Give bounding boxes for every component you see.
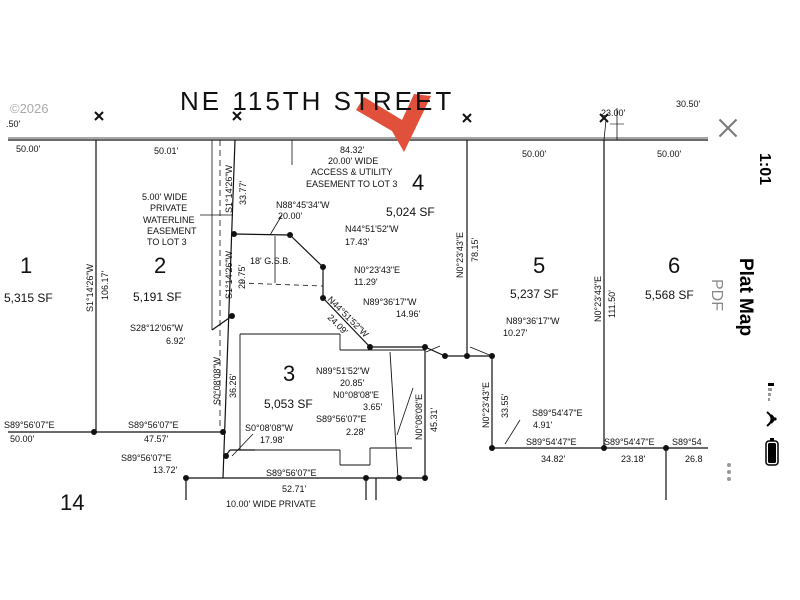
signal-icon [768,383,774,401]
dim-2318: 23.18' [621,454,646,464]
lot-1-area: 5,315 SF [4,291,53,305]
bearing-n445152-a: N44°51'52"W [345,224,399,234]
bearing-n02343-b: N0°23'43"E [455,232,465,278]
dim-3050: 30.50' [676,99,701,109]
bearing-s895607-c: S89°56'07"E [128,420,179,430]
lot-6-number: 6 [668,253,680,278]
document-type: PDF [708,279,725,311]
dim-3626: 36.26' [228,373,238,398]
survey-points [91,231,669,481]
status-time: 1:01 [756,152,774,186]
lot-3-area: 5,053 SF [264,397,313,411]
bearing-s895607-e: S89°56'07"E [266,468,317,478]
easement-water-1: 5.00' WIDE [142,192,187,202]
dim-5001: 50.01' [154,146,179,156]
bearing-s895607-d: S89°56'07"E [121,453,172,463]
dim-268: 26.8 [685,454,703,464]
bearing-s281206: S28°12'06"W [130,323,184,333]
easement-access-2: ACCESS & UTILITY [311,167,393,177]
easement-access-1: 20.00' WIDE [328,156,378,166]
document-title: Plat Map [735,257,757,337]
dim-5000-d: 50.00' [10,434,35,444]
dim-1496: 14.96' [396,309,421,319]
red-arrow-annotation [356,94,431,152]
easement-water-4: EASEMENT [147,226,197,236]
close-icon[interactable] [716,116,740,140]
dim-11150: 111.50' [607,290,617,318]
copyright-mark: ©2026 [10,101,49,116]
bearing-s00808-b: S0°08'08"W [245,423,294,433]
bearing-s00808-a: S0°08'08"W [212,356,222,405]
bearing-s895607-a: S89°56'07"E [316,414,367,424]
lot-6-area: 5,568 SF [645,288,694,302]
street-name: NE 115TH STREET [180,86,454,116]
dim-5000-a: 50.00' [16,144,41,154]
bearing-n884534: N88°45'34"W [276,200,330,210]
bearing-s11426-c: S1°14'26"W [224,250,234,299]
bearing-n895152: N89°51'52"W [316,366,370,376]
bearing-s895447-b: S89°54'47"E [526,437,577,447]
monument-markers [94,111,609,123]
bearing-n02343-a: N0°23'43"E [354,265,400,275]
lot-2-number: 2 [154,253,166,278]
bearing-n02343-d: N0°23'43"E [481,382,491,428]
dim-2000: 20.00' [278,211,303,221]
dim-5000-c: 50.00' [657,149,682,159]
dim-1743: 17.43' [345,237,370,247]
dim-5000-b: 50.00' [522,149,547,159]
bearing-s895447-a: S89°54'47"E [532,408,583,418]
dim-365: 3.65' [363,402,383,412]
wifi-icon [766,411,777,427]
dim-8432: 84.32' [340,145,365,155]
more-vertical-icon[interactable] [726,461,732,483]
bearing-n893617-b: N89°36'17"W [506,316,560,326]
dim-5271: 52.71' [282,484,307,494]
dim-1372: 13.72' [153,465,178,475]
dim-1129: 11.29' [354,277,378,287]
dim-3482: 34.82' [541,454,566,464]
dim-228: 2.28' [346,427,366,437]
dim-1798: 17.98' [260,435,285,445]
easement-water-5: TO LOT 3 [147,237,187,247]
easement-water-2: PRIVATE [150,203,187,213]
lot-2-area: 5,191 SF [133,290,182,304]
dim-2300: 23.00' [601,108,626,118]
dim-3377: 33.77' [238,180,248,205]
bearing-s895447-c: S89°54'47"E [604,437,655,447]
lot-14-number: 14 [60,490,84,515]
dim-4757: 47.57' [144,434,169,444]
bearing-n00808-b: N0°08'08"E [414,394,424,440]
dim-692: 6.92' [166,336,186,346]
dim-3355: 33.55' [500,393,510,418]
lot-1-number: 1 [20,253,32,278]
plat-linework [8,108,708,500]
bearing-s8954: S89°54 [672,437,702,447]
dim-4531: 45.31' [429,407,439,432]
easement-access-3: EASEMENT TO LOT 3 [306,179,397,189]
lot-5-area: 5,237 SF [510,287,559,301]
dim-2975: 29.75' [237,264,247,289]
gsb-label: 18' G.S.B. [250,256,291,266]
dim-2085: 20.85' [340,378,365,388]
bearing-n02343-c: N0°23'43"E [593,276,603,322]
dim-top-left: .50' [6,119,21,129]
dim-7815: 78.15' [470,237,480,262]
bearing-n00808-a: N0°08'08"E [333,390,379,400]
lot-4-number: 4 [412,170,424,195]
bearing-s895607-b: S89°56'07"E [4,420,55,430]
dim-10617: 106.17' [100,270,110,300]
lot-3-number: 3 [283,361,295,386]
bearing-n893617-a: N89°36'17"W [363,297,417,307]
viewer-sidebar [708,0,800,600]
lot-5-number: 5 [533,253,545,278]
dim-1027: 10.27' [503,328,528,338]
lot-4-area: 5,024 SF [386,205,435,219]
easement-water-3: WATERLINE [143,215,195,225]
bearing-s11426-b: S1°14'26"W [85,263,95,312]
bottom-partial-label: 10.00' WIDE PRIVATE [226,499,316,509]
bearing-s11426-a: S1°14'26"W [224,164,234,213]
battery-icon [765,438,779,466]
dim-491: 4.91' [533,420,553,430]
